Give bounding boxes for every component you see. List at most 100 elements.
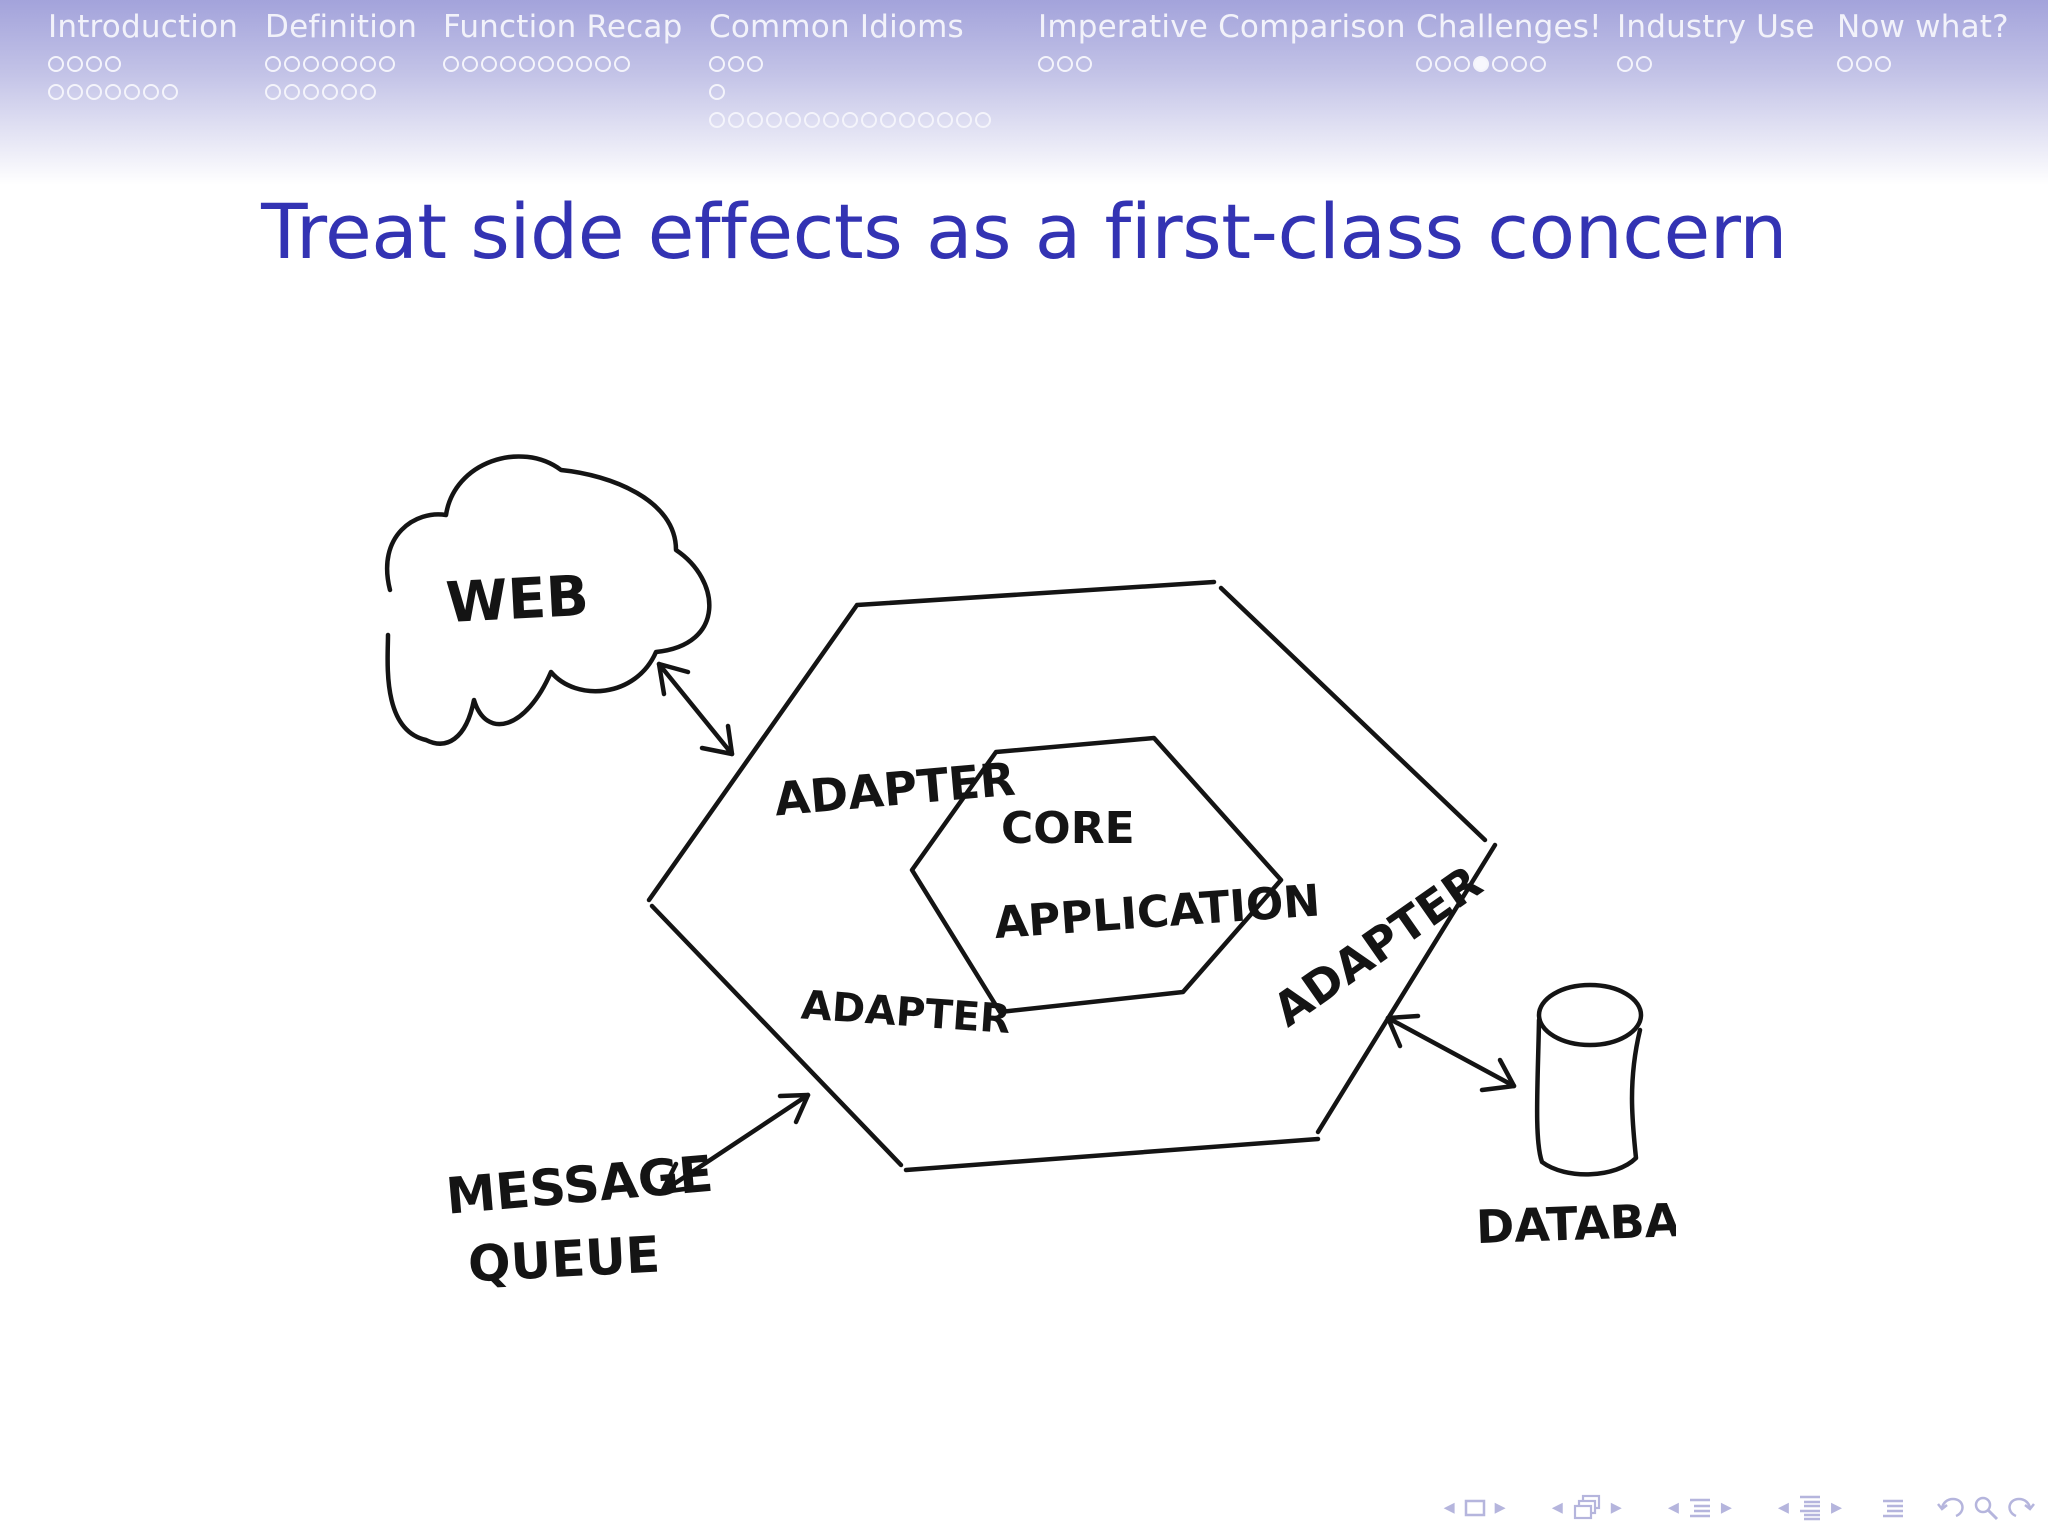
section-label[interactable]: Introduction xyxy=(48,9,239,45)
frame-dot[interactable] xyxy=(284,55,300,72)
section-function-recap[interactable]: Function Recap xyxy=(443,6,682,76)
frame-dot[interactable] xyxy=(162,83,178,100)
frame-dot[interactable] xyxy=(265,55,281,72)
frame-dot[interactable] xyxy=(1617,55,1633,72)
frame-dot[interactable] xyxy=(1454,55,1470,72)
frame-dot[interactable] xyxy=(709,111,725,128)
frame-dot[interactable] xyxy=(124,83,140,100)
frame-icon[interactable] xyxy=(1463,1497,1487,1519)
frame-dot[interactable] xyxy=(766,111,782,128)
frame-dot[interactable] xyxy=(1435,55,1451,72)
frame-dot[interactable] xyxy=(105,83,121,100)
frame-dot[interactable] xyxy=(1038,55,1054,72)
frame-dot[interactable] xyxy=(747,111,763,128)
section-challenges[interactable]: Challenges! xyxy=(1416,6,1602,76)
section-label[interactable]: Industry Use xyxy=(1617,9,1815,45)
subsection-icon[interactable] xyxy=(1571,1494,1603,1522)
frame-dot[interactable] xyxy=(341,55,357,72)
prev-arrow-icon[interactable]: ◂ xyxy=(1777,1495,1789,1520)
frame-dot[interactable] xyxy=(360,55,376,72)
frame-dot[interactable] xyxy=(86,83,102,100)
next-arrow-icon[interactable]: ▸ xyxy=(1494,1495,1506,1520)
frame-dot[interactable] xyxy=(1416,55,1432,72)
frame-dot[interactable] xyxy=(1530,55,1546,72)
frame-dot[interactable] xyxy=(67,55,83,72)
frame-dot[interactable] xyxy=(322,83,338,100)
frame-dot[interactable] xyxy=(975,111,991,128)
frame-dot[interactable] xyxy=(557,55,573,72)
frame-dot[interactable] xyxy=(143,83,159,100)
frame-dot[interactable] xyxy=(785,111,801,128)
section-common-idioms[interactable]: Common Idioms xyxy=(709,6,994,132)
frame-dot[interactable] xyxy=(481,55,497,72)
current-frame-dot[interactable] xyxy=(1473,55,1489,72)
forward-icon[interactable] xyxy=(2006,1494,2036,1522)
document-icon[interactable] xyxy=(1797,1494,1823,1522)
section-imperative-comparison[interactable]: Imperative Comparison xyxy=(1038,6,1406,76)
frame-dot[interactable] xyxy=(747,55,763,72)
frame-dot[interactable] xyxy=(804,111,820,128)
frame-dot[interactable] xyxy=(48,55,64,72)
frame-dot[interactable] xyxy=(322,55,338,72)
frame-dot[interactable] xyxy=(1636,55,1652,72)
section-industry-use[interactable]: Industry Use xyxy=(1617,6,1815,76)
frame-dot[interactable] xyxy=(861,111,877,128)
frame-dot[interactable] xyxy=(899,111,915,128)
search-icon[interactable] xyxy=(1972,1494,2000,1522)
section-label[interactable]: Function Recap xyxy=(443,9,683,45)
section-label[interactable]: Imperative Comparison xyxy=(1038,9,1406,45)
frame-dot[interactable] xyxy=(1875,55,1891,72)
frame-dot[interactable] xyxy=(462,55,478,72)
frame-dot[interactable] xyxy=(105,55,121,72)
section-introduction[interactable]: Introduction xyxy=(48,6,238,104)
section-icon[interactable] xyxy=(1687,1495,1713,1521)
frame-dot[interactable] xyxy=(86,55,102,72)
frame-dot[interactable] xyxy=(576,55,592,72)
frame-dot[interactable] xyxy=(709,55,725,72)
prev-arrow-icon[interactable]: ◂ xyxy=(1667,1495,1679,1520)
frame-dot[interactable] xyxy=(284,83,300,100)
next-arrow-icon[interactable]: ▸ xyxy=(1610,1495,1622,1520)
frame-dot[interactable] xyxy=(1492,55,1508,72)
next-arrow-icon[interactable]: ▸ xyxy=(1830,1495,1842,1520)
frame-dot[interactable] xyxy=(1057,55,1073,72)
frame-dot[interactable] xyxy=(614,55,630,72)
next-arrow-icon[interactable]: ▸ xyxy=(1720,1495,1732,1520)
frame-dot[interactable] xyxy=(1076,55,1092,72)
frame-dot[interactable] xyxy=(500,55,516,72)
frame-dot[interactable] xyxy=(303,55,319,72)
section-definition[interactable]: Definition xyxy=(265,6,417,104)
section-label[interactable]: Now what? xyxy=(1837,9,2009,45)
frame-dot[interactable] xyxy=(1511,55,1527,72)
prev-arrow-icon[interactable]: ◂ xyxy=(1551,1495,1563,1520)
frame-dot[interactable] xyxy=(443,55,459,72)
section-now-what[interactable]: Now what? xyxy=(1837,6,2009,76)
frame-dot[interactable] xyxy=(67,83,83,100)
frame-dot[interactable] xyxy=(823,111,839,128)
frame-dot[interactable] xyxy=(48,83,64,100)
frame-dot[interactable] xyxy=(379,55,395,72)
frame-dot[interactable] xyxy=(1856,55,1872,72)
frame-dot[interactable] xyxy=(595,55,611,72)
frame-dot[interactable] xyxy=(303,83,319,100)
alignment-icon[interactable] xyxy=(1880,1495,1906,1521)
frame-dot[interactable] xyxy=(880,111,896,128)
frame-dot[interactable] xyxy=(956,111,972,128)
frame-dot[interactable] xyxy=(937,111,953,128)
frame-dot[interactable] xyxy=(360,83,376,100)
frame-dot[interactable] xyxy=(709,83,725,100)
prev-arrow-icon[interactable]: ◂ xyxy=(1443,1495,1455,1520)
frame-dot[interactable] xyxy=(918,111,934,128)
frame-dot[interactable] xyxy=(341,83,357,100)
frame-dot[interactable] xyxy=(265,83,281,100)
frame-dot[interactable] xyxy=(728,55,744,72)
section-label[interactable]: Common Idioms xyxy=(709,9,964,45)
frame-dot[interactable] xyxy=(842,111,858,128)
back-icon[interactable] xyxy=(1936,1494,1966,1522)
section-label[interactable]: Definition xyxy=(265,9,418,45)
frame-dot[interactable] xyxy=(1837,55,1853,72)
section-label[interactable]: Challenges! xyxy=(1416,9,1602,45)
frame-dot[interactable] xyxy=(728,111,744,128)
frame-dot[interactable] xyxy=(538,55,554,72)
frame-dot[interactable] xyxy=(519,55,535,72)
